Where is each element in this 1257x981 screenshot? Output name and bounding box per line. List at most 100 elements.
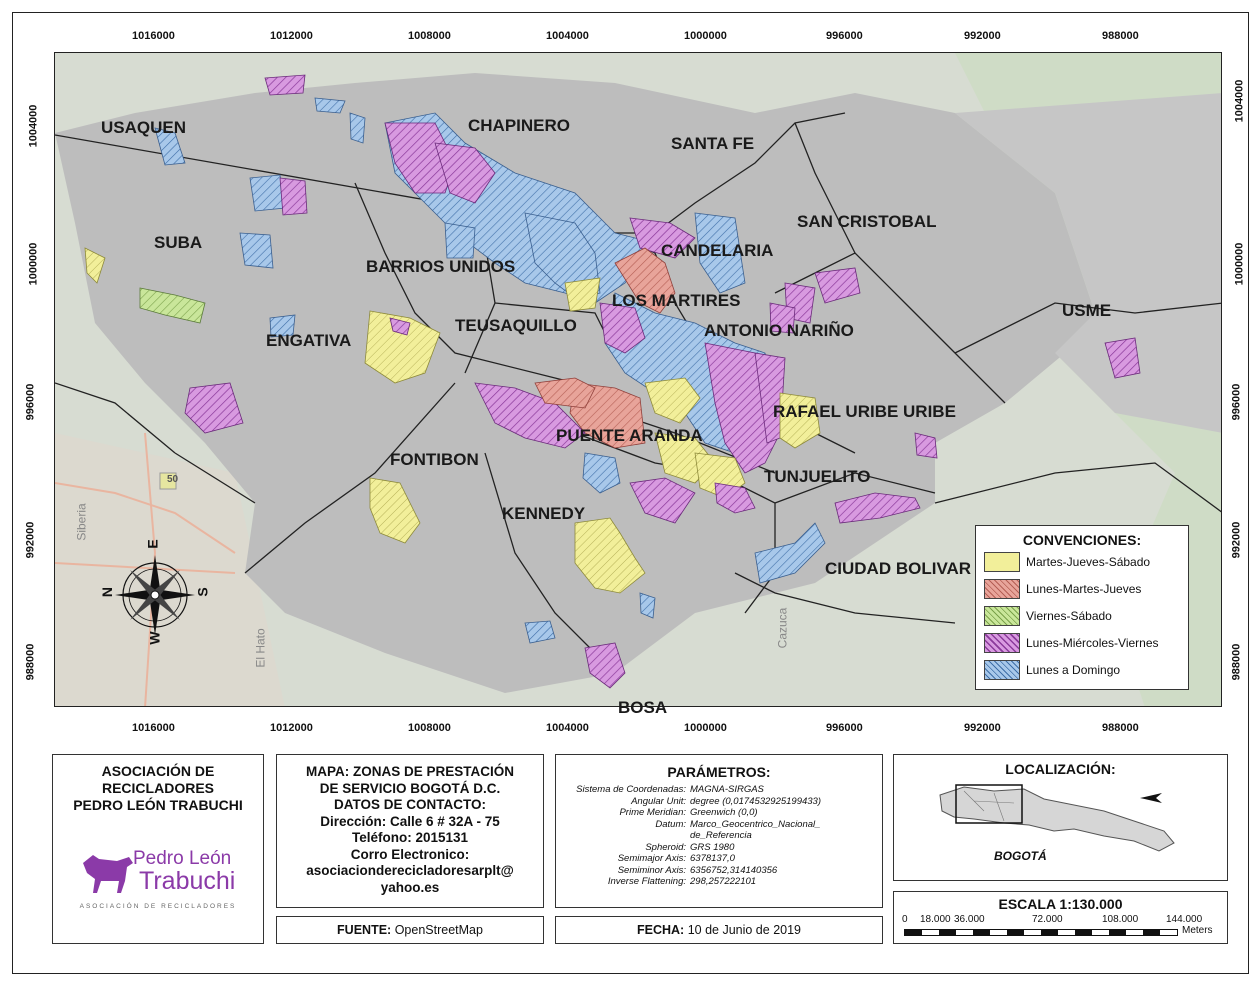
- contact-email: yahoo.es: [380, 879, 440, 895]
- compass-icon: [115, 555, 195, 635]
- y-tick: 996000: [24, 383, 37, 421]
- locality-label: CIUDAD BOLIVAR: [825, 559, 972, 578]
- compass-n: N: [99, 586, 116, 598]
- legend-item: Martes-Jueves-Sábado: [984, 552, 1150, 572]
- map-title: MAPA: ZONAS DE PRESTACIÓN: [305, 764, 514, 779]
- legend-item: Viernes-Sábado: [984, 606, 1112, 626]
- y-tick: 1004000: [1233, 79, 1246, 123]
- org-line: PEDRO LEÓN TRABUCHI: [73, 797, 243, 813]
- locality-label: CANDELARIA: [661, 241, 774, 260]
- compass-rose: N S E W: [99, 539, 211, 650]
- x-tick: 1008000: [408, 30, 451, 42]
- source-panel: FUENTE: OpenStreetMap: [276, 916, 544, 944]
- logo-text: Pedro León: [133, 848, 232, 869]
- org-line: ASOCIACIÓN DE: [101, 763, 215, 779]
- scale-ticks: 0 18.000 36.000 72.000 108.000 144.000: [902, 914, 1222, 928]
- param-row: Sistema de Coordenadas:MAGNA-SIRGAS: [576, 784, 764, 795]
- legend-label: Lunes-Miércoles-Viernes: [1026, 636, 1159, 650]
- scale-title: ESCALA 1:130.000: [998, 896, 1123, 912]
- legend-item: Lunes-Miércoles-Viernes: [984, 633, 1159, 653]
- map-frame: [12, 12, 1249, 974]
- param-row: Inverse Flattening:298,257222101: [607, 876, 757, 887]
- location-inset-map: [939, 784, 1175, 852]
- x-tick: 988000: [1102, 722, 1139, 734]
- basemap-label: El Hato: [253, 628, 268, 668]
- locality-label: BOSA: [618, 698, 668, 717]
- org-logo: Pedro León Trabuchi: [77, 845, 247, 905]
- horse-icon: [83, 855, 133, 893]
- scale-panel: ESCALA 1:130.000 0 18.000 36.000 72.000 …: [893, 891, 1228, 944]
- location-city: BOGOTÁ: [994, 849, 1047, 863]
- legend-label: Lunes a Domingo: [1026, 663, 1121, 677]
- scale-tick: 36.000: [954, 914, 985, 925]
- legend-swatch: [984, 660, 1020, 680]
- locality-label: ENGATIVA: [266, 331, 352, 350]
- x-tick: 1008000: [408, 722, 451, 734]
- legend-swatch: [984, 579, 1020, 599]
- map-view[interactable]: 50 Siberia El Hato Cazuca: [54, 52, 1222, 707]
- location-title: LOCALIZACIÓN:: [1005, 761, 1116, 777]
- date-label: FECHA:: [637, 923, 685, 937]
- locality-label: CHAPINERO: [468, 116, 571, 135]
- compass-w: W: [146, 631, 163, 645]
- zones: [84, 74, 1141, 689]
- locality-label: SUBA: [154, 233, 203, 252]
- x-tick: 1000000: [684, 722, 727, 734]
- y-tick: 992000: [1230, 521, 1243, 559]
- contact-address: Dirección: Calle 6 # 32A - 75: [320, 813, 500, 829]
- y-tick: 996000: [1230, 383, 1243, 421]
- x-tick: 1016000: [132, 722, 175, 734]
- locality-label: LOS MARTIRES: [612, 291, 741, 310]
- locality-label: PUENTE ARANDA: [556, 426, 703, 445]
- scale-tick: 108.000: [1102, 914, 1139, 925]
- scale-tick: 0: [902, 914, 908, 925]
- legend-swatch: [984, 633, 1020, 653]
- param-row: Datum:Marco_Geocentrico_Nacional_: [655, 818, 821, 830]
- org-panel: ASOCIACIÓN DE RECICLADORES PEDRO LEÓN TR…: [52, 754, 264, 944]
- x-tick: 1004000: [546, 30, 589, 42]
- contact-email: asociacionderecicladoresarplt@: [306, 863, 514, 878]
- param-row: de_Referencia: [690, 830, 752, 841]
- locality-label: FONTIBON: [390, 450, 479, 469]
- param-row: Angular Unit:degree (0,0174532925199433): [631, 795, 822, 807]
- x-tick: 996000: [826, 722, 863, 734]
- legend-label: Lunes-Martes-Jueves: [1026, 582, 1142, 596]
- legend: CONVENCIONES: Martes-Jueves-Sábado Lunes…: [975, 525, 1189, 690]
- scale-tick: 144.000: [1166, 914, 1203, 925]
- y-tick: 1000000: [27, 242, 40, 286]
- x-tick: 992000: [964, 30, 1001, 42]
- scale-tick: 72.000: [1032, 914, 1063, 925]
- contact-heading: DATOS DE CONTACTO:: [333, 797, 486, 812]
- basemap-label: Siberia: [74, 503, 89, 541]
- north-arrow-icon: [1140, 793, 1162, 803]
- param-row: Semiminor Axis:6356752,314140356: [617, 864, 778, 876]
- x-tick: 1012000: [270, 30, 313, 42]
- legend-item: Lunes-Martes-Jueves: [984, 579, 1141, 599]
- date-value: 10 de Junio de 2019: [687, 923, 801, 937]
- map-info-panel: MAPA: ZONAS DE PRESTACIÓN DE SERVICIO BO…: [276, 754, 544, 908]
- contact-phone: Teléfono: 2015131: [351, 830, 469, 845]
- source-label: FUENTE:: [337, 923, 392, 937]
- legend-swatch: [984, 552, 1020, 572]
- logo-text: Trabuchi: [139, 867, 236, 895]
- locality-label: ANTONIO NARIÑO: [704, 321, 854, 340]
- y-tick: 1000000: [1233, 242, 1246, 286]
- locality-label: SANTA FE: [671, 134, 755, 153]
- source-value: OpenStreetMap: [394, 923, 483, 937]
- locality-label: KENNEDY: [502, 504, 586, 523]
- date-panel: FECHA: 10 de Junio de 2019: [555, 916, 883, 944]
- legend-label: Viernes-Sábado: [1026, 609, 1112, 623]
- param-row: Prime Meridian:Greenwich (0,0): [619, 807, 758, 818]
- scale-tick: 18.000: [920, 914, 951, 925]
- y-tick: 1004000: [27, 104, 40, 148]
- locality-label: USME: [1062, 301, 1112, 320]
- location-panel: LOCALIZACIÓN: BOGOTÁ: [893, 754, 1228, 881]
- map-svg: [55, 53, 1221, 706]
- y-tick: 992000: [24, 521, 37, 559]
- contact-email-label: Corro Electronico:: [350, 846, 470, 862]
- logo-subtitle: ASOCIACIÓN DE RECICLADORES: [79, 903, 237, 910]
- legend-title: CONVENCIONES:: [1022, 532, 1142, 548]
- param-row: Spheroid:GRS 1980: [645, 841, 735, 853]
- x-tick: 988000: [1102, 30, 1139, 42]
- scale-unit: Meters: [1182, 925, 1213, 936]
